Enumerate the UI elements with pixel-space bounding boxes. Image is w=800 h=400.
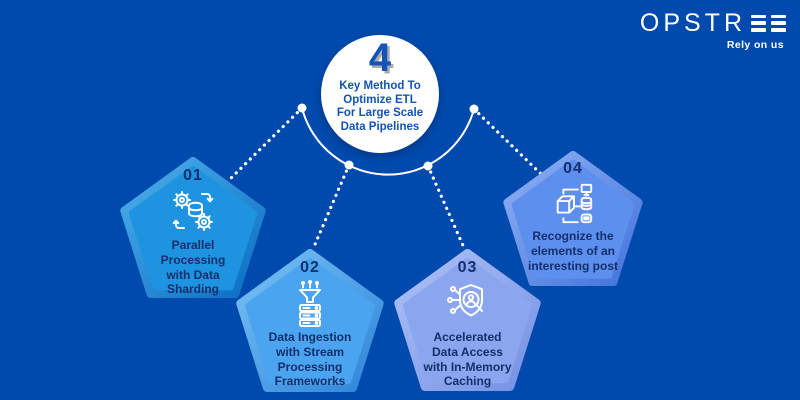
arc-node-2	[344, 160, 354, 170]
method-label: Recognize the elements of an interesting…	[527, 229, 618, 273]
pentagon-shape	[394, 249, 541, 391]
dotted-line-01	[225, 106, 304, 184]
dotted-line-04	[472, 107, 543, 176]
center-title: Key Method To Optimize ETL For Large Sca…	[336, 80, 424, 133]
brand-text: OPSTR	[639, 9, 746, 37]
method-card-03: 03 Accelerated Data Access with In-Memor…	[394, 249, 541, 391]
method-number: 03	[457, 259, 478, 276]
arc-node-3	[423, 161, 433, 171]
brand-tagline: Rely on us	[726, 39, 784, 51]
method-number: 04	[563, 160, 583, 177]
gears-database-icon	[172, 191, 214, 231]
arc-node-1	[297, 103, 307, 113]
method-card-01: 01 Parallel Processing with Data Shardin…	[120, 157, 266, 298]
method-label: Data Ingestion with Stream Processing Fr…	[268, 330, 352, 389]
arc-line	[301, 107, 475, 176]
arc-node-4	[469, 104, 479, 114]
dotted-line-02	[311, 163, 351, 251]
method-card-04: 04 Recognize the elements of an interest…	[503, 151, 643, 286]
cube-data-elements-icon	[556, 183, 593, 224]
pentagon-shape	[236, 249, 384, 392]
brand-logo: OPSTR Rely on us	[626, 10, 786, 51]
method-number: 01	[183, 167, 203, 184]
dotted-line-03	[426, 164, 467, 252]
brand-wordmark: OPSTR	[626, 10, 786, 36]
method-label: Parallel Processing with Data Sharding	[160, 238, 226, 297]
pentagon-shape	[503, 151, 643, 286]
method-label: Accelerated Data Access with In-Memory C…	[423, 330, 512, 389]
pentagon-shape	[120, 157, 266, 298]
funnel-server-icon	[299, 280, 321, 327]
method-number: 02	[300, 259, 320, 276]
method-card-02: 02 Data Ingestion with Stream Processing…	[236, 249, 384, 392]
stylized-e-icon	[751, 14, 766, 32]
center-badge: 4 Key Method To Optimize ETL For Large S…	[321, 35, 439, 153]
stylized-e-icon	[771, 14, 786, 32]
shield-user-network-icon	[446, 284, 483, 317]
center-number: 4	[368, 36, 392, 80]
